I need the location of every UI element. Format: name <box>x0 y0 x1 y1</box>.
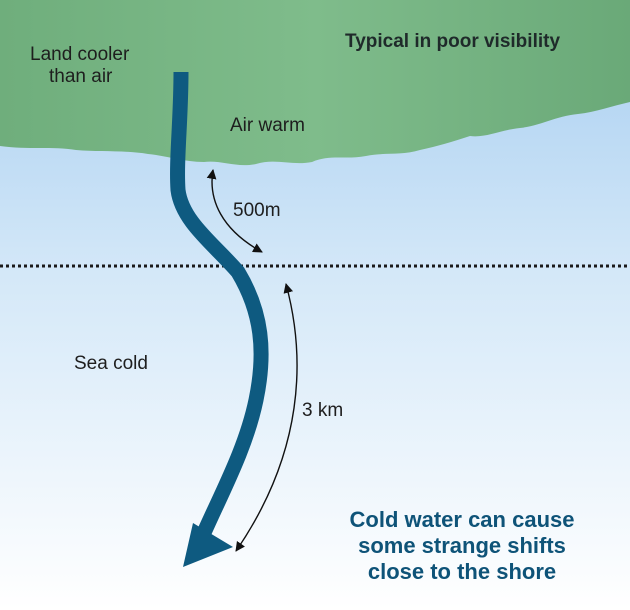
caption-line2: some strange shifts <box>358 533 566 558</box>
caption-line1: Cold water can cause <box>350 507 575 532</box>
land-label-line1: Land cooler <box>30 44 130 65</box>
land-label-line2: than air <box>49 66 113 87</box>
caption-line3: close to the shore <box>368 559 556 584</box>
air-label: Air warm <box>230 115 305 136</box>
distance-far-label: 3 km <box>302 400 343 421</box>
distance-near-label: 500m <box>233 200 281 221</box>
land-area <box>0 0 630 166</box>
diagram-title: Typical in poor visibility <box>345 31 560 52</box>
double-headed-arrow-icon-near <box>206 169 263 253</box>
path-arrowhead <box>183 523 233 567</box>
double-headed-arrow-icon-far <box>235 283 298 552</box>
sea-label: Sea cold <box>74 353 148 374</box>
